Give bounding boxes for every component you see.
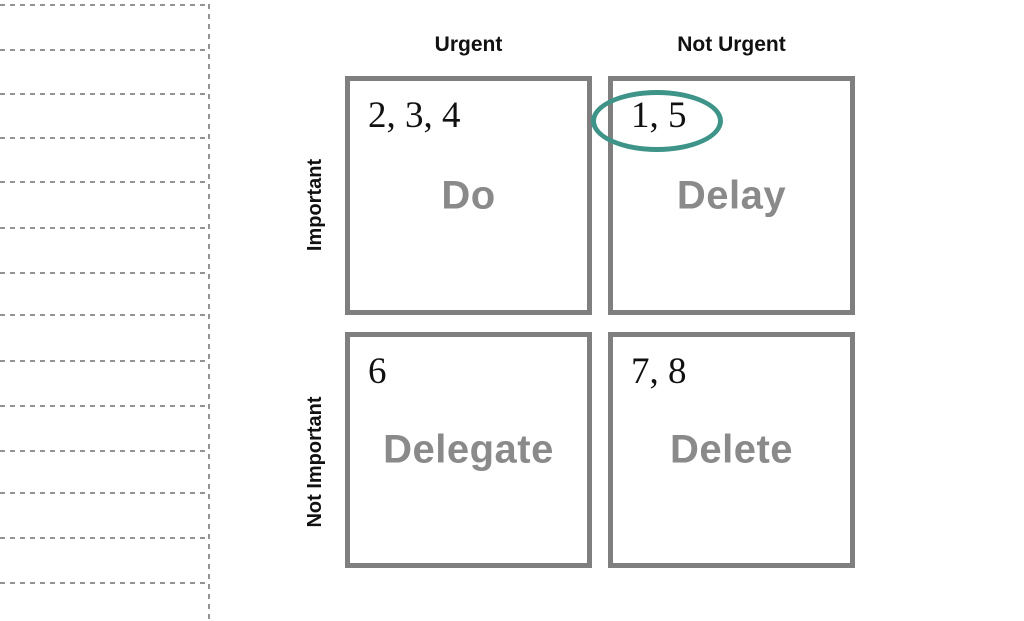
margin-line	[208, 4, 210, 619]
column-header-not-urgent: Not Urgent	[677, 33, 786, 56]
quadrant-delete-action-label: Delete	[669, 427, 794, 472]
row-header-not-important: Not Important	[304, 396, 326, 528]
quadrant-delay-action-label: Delay	[676, 173, 787, 217]
quadrant-do-action-label: Do	[441, 173, 496, 217]
ruled-line	[0, 4, 206, 6]
ruled-line	[0, 405, 206, 407]
ruled-line	[0, 272, 206, 274]
ruled-line	[0, 314, 206, 316]
quadrant-delete-items: 7, 8	[631, 351, 687, 392]
highlight-ellipse	[591, 90, 723, 152]
ruled-line	[0, 537, 206, 539]
quadrant-delegate-items: 6	[368, 351, 387, 392]
ruled-line	[0, 181, 206, 183]
quadrant-delete: 7, 8 Delete	[608, 332, 855, 568]
quadrant-do: 2, 3, 4 Do	[345, 76, 592, 315]
quadrant-do-items: 2, 3, 4	[368, 95, 461, 136]
ruled-line	[0, 360, 206, 362]
ruled-line	[0, 49, 206, 51]
quadrant-delegate-action-label: Delegate	[383, 427, 554, 472]
row-header-important: Important	[304, 158, 326, 252]
ruled-line	[0, 450, 206, 452]
ruled-line	[0, 93, 206, 95]
quadrant-delegate: 6 Delegate	[345, 332, 592, 568]
ruled-line	[0, 492, 206, 494]
ruled-line	[0, 227, 206, 229]
ruled-line	[0, 582, 206, 584]
ruled-line	[0, 137, 206, 139]
column-header-urgent: Urgent	[434, 33, 503, 56]
